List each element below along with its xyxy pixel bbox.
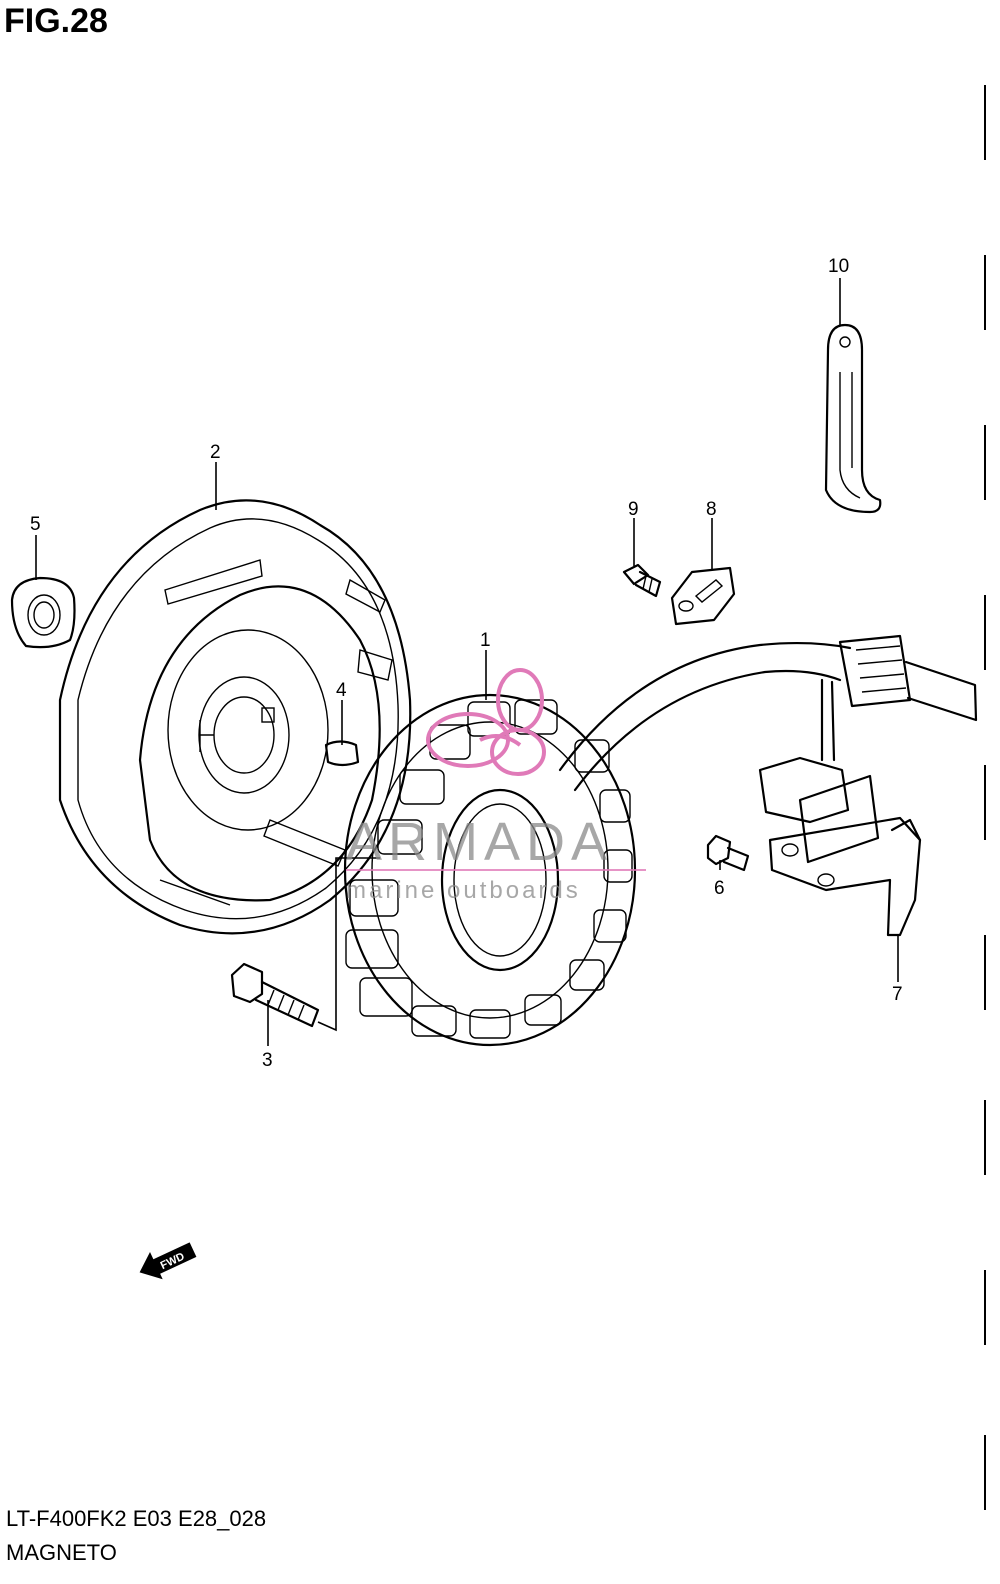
section-name: MAGNETO xyxy=(6,1540,117,1565)
callout-1: 1 xyxy=(480,630,491,651)
part-2-rotor xyxy=(58,499,412,935)
armada-watermark: ARMADA marine outboards xyxy=(346,668,646,904)
figure-title: FIG.28 xyxy=(4,2,108,40)
watermark-tagline: marine outboards xyxy=(346,877,581,904)
callout-4: 4 xyxy=(336,680,347,701)
stator-lead-wire xyxy=(558,634,978,792)
callout-8: 8 xyxy=(706,499,717,520)
part-8-plate xyxy=(670,566,736,626)
callout-5: 5 xyxy=(30,514,41,535)
part-10-clamp xyxy=(824,323,882,514)
armada-logo-icon xyxy=(426,668,546,776)
part-9-screw xyxy=(622,563,662,598)
fwd-direction-marker: FWD xyxy=(139,1242,197,1280)
watermark-name: ARMADA xyxy=(346,812,613,872)
callout-labels: 10 9 8 2 5 1 4 6 7 3 xyxy=(30,256,903,1071)
part-4-key xyxy=(324,740,360,767)
part-3-bolt xyxy=(230,962,320,1028)
callout-3: 3 xyxy=(262,1050,273,1071)
callout-9: 9 xyxy=(628,499,639,520)
callout-6: 6 xyxy=(714,878,725,899)
part-5-nut xyxy=(10,576,76,649)
callout-7: 7 xyxy=(892,984,903,1005)
leader-lines xyxy=(35,278,899,1046)
fwd-label: FWD xyxy=(159,1251,187,1272)
part-6-screw xyxy=(706,834,750,872)
model-code: LT-F400FK2 E03 E28_028 xyxy=(6,1506,267,1531)
callout-10: 10 xyxy=(828,256,849,277)
part-7-pickup-coil xyxy=(758,756,922,937)
callout-2: 2 xyxy=(210,442,221,463)
